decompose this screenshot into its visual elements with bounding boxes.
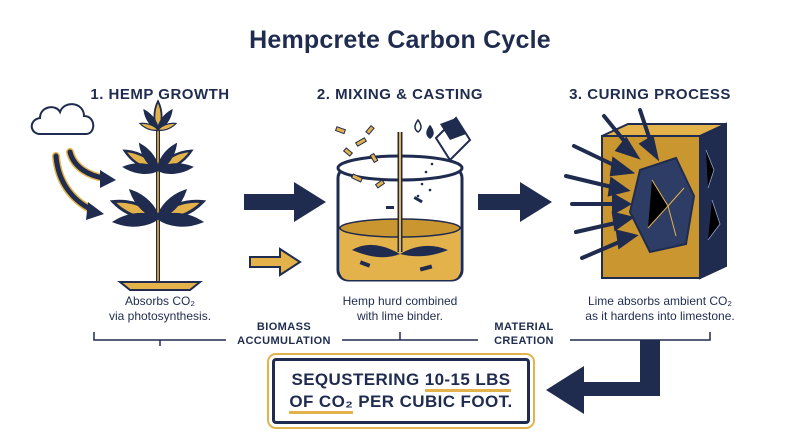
step-2-caption-line2: with lime binder. [356, 309, 444, 323]
co2-arrows-to-plant [52, 148, 108, 214]
step-3-caption-line2: as it hardens into limestone. [585, 309, 735, 323]
hemp-plant-icon [109, 100, 207, 291]
diagram-title: Hempcrete Carbon Cycle [249, 26, 551, 54]
result-line-1: SEQUSTERING 10-15 LBS [291, 369, 511, 392]
phase-2-line2: CREATION [494, 335, 554, 347]
arrow-mixing-to-curing [478, 182, 552, 222]
step-1-caption-line1: Absorbs CO₂ [124, 294, 195, 308]
co2-arrows-to-block [564, 108, 660, 260]
step-2-title: 2. MIXING & CASTING [316, 86, 484, 103]
step-1-caption: Absorbs CO₂ via photosynthesis. [60, 294, 260, 324]
phase-2-line1: MATERIAL [494, 321, 554, 333]
sequestration-result-box: SEQUSTERING 10-15 LBS OF CO₂ PER CUBIC F… [272, 358, 530, 424]
result-line-2-text: PER CUBIC FOOT. [353, 392, 513, 411]
step-3-title: 3. CURING PROCESS [569, 86, 731, 103]
arrow-to-result [546, 340, 660, 414]
phase-bracket [93, 332, 711, 346]
step-2-caption: Hemp hurd combined with lime binder. [300, 294, 500, 324]
result-line-2: OF CO₂ PER CUBIC FOOT. [289, 391, 513, 414]
arrow-small-growth-to-mixing [249, 247, 302, 277]
arrow-growth-to-mixing [244, 182, 326, 222]
result-line-2-highlight: OF CO₂ [289, 392, 354, 414]
mixing-jar-icon [334, 124, 464, 282]
water-drop-icon [414, 118, 434, 139]
result-line-1-text: SEQUSTERING [291, 370, 425, 389]
cloud-icon [30, 103, 95, 135]
phase-1-line1: BIOMASS [256, 321, 312, 333]
phase-1-line2: ACCUMULATION [237, 335, 331, 347]
step-3-caption: Lime absorbs ambient CO₂ as it hardens i… [550, 294, 770, 324]
phase-material-creation: MATERIAL CREATION [478, 320, 570, 348]
step-2-caption-line1: Hemp hurd combined [342, 294, 458, 308]
step-1-caption-line2: via photosynthesis. [108, 309, 212, 323]
phase-biomass-accumulation: BIOMASS ACCUMULATION [226, 320, 342, 348]
lime-bag-icon [416, 116, 472, 198]
result-line-1-highlight: 10-15 LBS [424, 370, 511, 392]
step-3-caption-line1: Lime absorbs ambient CO₂ [587, 294, 733, 308]
step-1-title: 1. HEMP GROWTH [90, 86, 230, 103]
